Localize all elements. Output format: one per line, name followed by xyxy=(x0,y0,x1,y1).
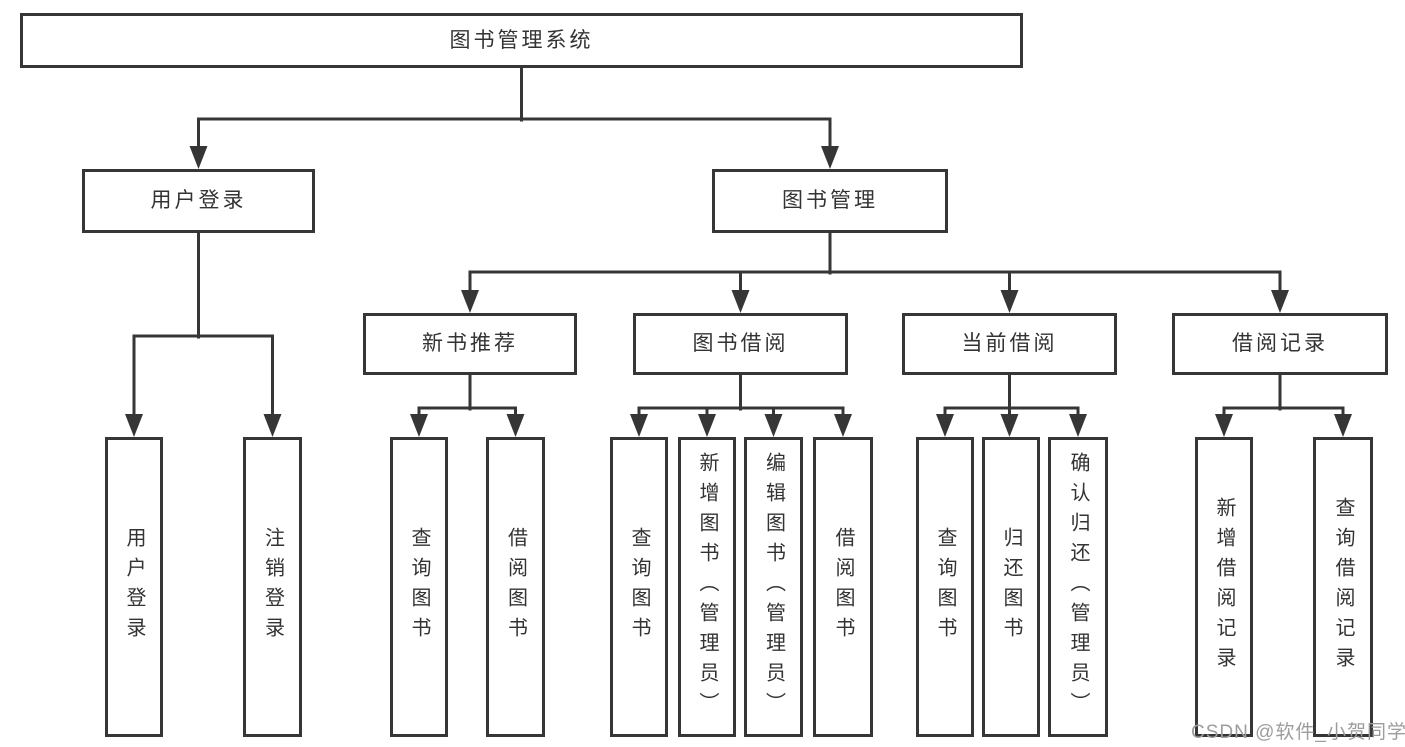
node-book-management-label: 图书管理 xyxy=(782,189,878,213)
node-book-borrowing: 图书借阅 xyxy=(633,313,848,375)
node-user-login-label: 用户登录 xyxy=(150,189,247,213)
leaf-add-borrow-record: 新增借阅记录 xyxy=(1195,437,1253,737)
node-root: 图书管理系统 xyxy=(20,13,1023,68)
leaf-logout: 注销登录 xyxy=(243,437,302,737)
leaf-borrow-books-recommend: 借阅图书 xyxy=(486,437,545,737)
arrowhead-icon xyxy=(834,414,852,437)
leaf-add-books-admin-label: 新增图书（管理员） xyxy=(696,452,718,722)
node-current-borrowing: 当前借阅 xyxy=(902,313,1117,375)
leaf-query-borrow-record-label: 查询借阅记录 xyxy=(1332,497,1354,677)
csdn-watermark: CSDN @软件_小贺同学 xyxy=(1191,722,1405,743)
node-root-label: 图书管理系统 xyxy=(449,28,594,52)
node-borrowing-records-label: 借阅记录 xyxy=(1232,332,1328,356)
leaf-query-books-borrowing-label: 查询图书 xyxy=(628,527,650,647)
arrowhead-icon xyxy=(821,146,839,169)
node-book-borrowing-label: 图书借阅 xyxy=(692,332,789,356)
leaf-user-login: 用户登录 xyxy=(105,437,163,737)
leaf-query-books-borrowing: 查询图书 xyxy=(610,437,668,737)
leaf-borrow-books-recommend-label: 借阅图书 xyxy=(504,527,527,647)
leaf-add-books-admin: 新增图书（管理员） xyxy=(678,437,736,737)
arrowhead-icon xyxy=(764,414,783,437)
arrowhead-icon xyxy=(189,146,208,169)
leaf-query-books-current-label: 查询图书 xyxy=(934,527,956,647)
leaf-add-borrow-record-label: 新增借阅记录 xyxy=(1213,497,1235,677)
leaf-user-login-label: 用户登录 xyxy=(123,527,145,647)
leaf-return-books: 归还图书 xyxy=(982,437,1040,737)
arrowhead-icon xyxy=(410,414,428,437)
arrowhead-icon xyxy=(1334,414,1352,437)
arrowhead-icon xyxy=(731,290,750,313)
leaf-query-books-recommend: 查询图书 xyxy=(390,437,448,737)
arrowhead-icon xyxy=(1215,414,1233,437)
arrowhead-icon xyxy=(698,414,716,437)
leaf-query-books-recommend-label: 查询图书 xyxy=(408,527,430,647)
arrowhead-icon xyxy=(936,414,954,437)
leaf-confirm-return-admin-label: 确认归还（管理员） xyxy=(1067,452,1089,722)
connector-path xyxy=(132,66,1345,420)
node-new-book-recommendation-label: 新书推荐 xyxy=(422,332,518,356)
node-current-borrowing-label: 当前借阅 xyxy=(961,332,1058,356)
leaf-query-books-current: 查询图书 xyxy=(916,437,974,737)
leaf-logout-label: 注销登录 xyxy=(261,527,284,647)
arrowhead-icon xyxy=(1000,290,1019,313)
arrowhead-icon xyxy=(1069,414,1087,437)
arrowhead-icon xyxy=(461,290,479,313)
node-borrowing-records: 借阅记录 xyxy=(1172,313,1388,375)
leaf-edit-books-admin-label: 编辑图书（管理员） xyxy=(762,452,785,722)
leaf-borrow-books-borrowing: 借阅图书 xyxy=(813,437,873,737)
node-user-login: 用户登录 xyxy=(82,169,315,233)
leaf-edit-books-admin: 编辑图书（管理员） xyxy=(744,437,803,737)
leaf-confirm-return-admin: 确认归还（管理员） xyxy=(1048,437,1108,737)
arrowhead-icon xyxy=(125,414,143,437)
leaf-return-books-label: 归还图书 xyxy=(1000,527,1022,647)
connector-arrowheads xyxy=(125,146,1352,437)
leaf-borrow-books-borrowing-label: 借阅图书 xyxy=(832,527,854,647)
arrowhead-icon xyxy=(263,414,282,437)
arrowhead-icon xyxy=(1000,414,1019,437)
leaf-query-borrow-record: 查询借阅记录 xyxy=(1313,437,1373,737)
arrowhead-icon xyxy=(1271,290,1289,313)
node-book-management: 图书管理 xyxy=(712,169,948,233)
node-new-book-recommendation: 新书推荐 xyxy=(363,313,577,375)
arrowhead-icon xyxy=(630,414,648,437)
arrowhead-icon xyxy=(506,414,525,437)
